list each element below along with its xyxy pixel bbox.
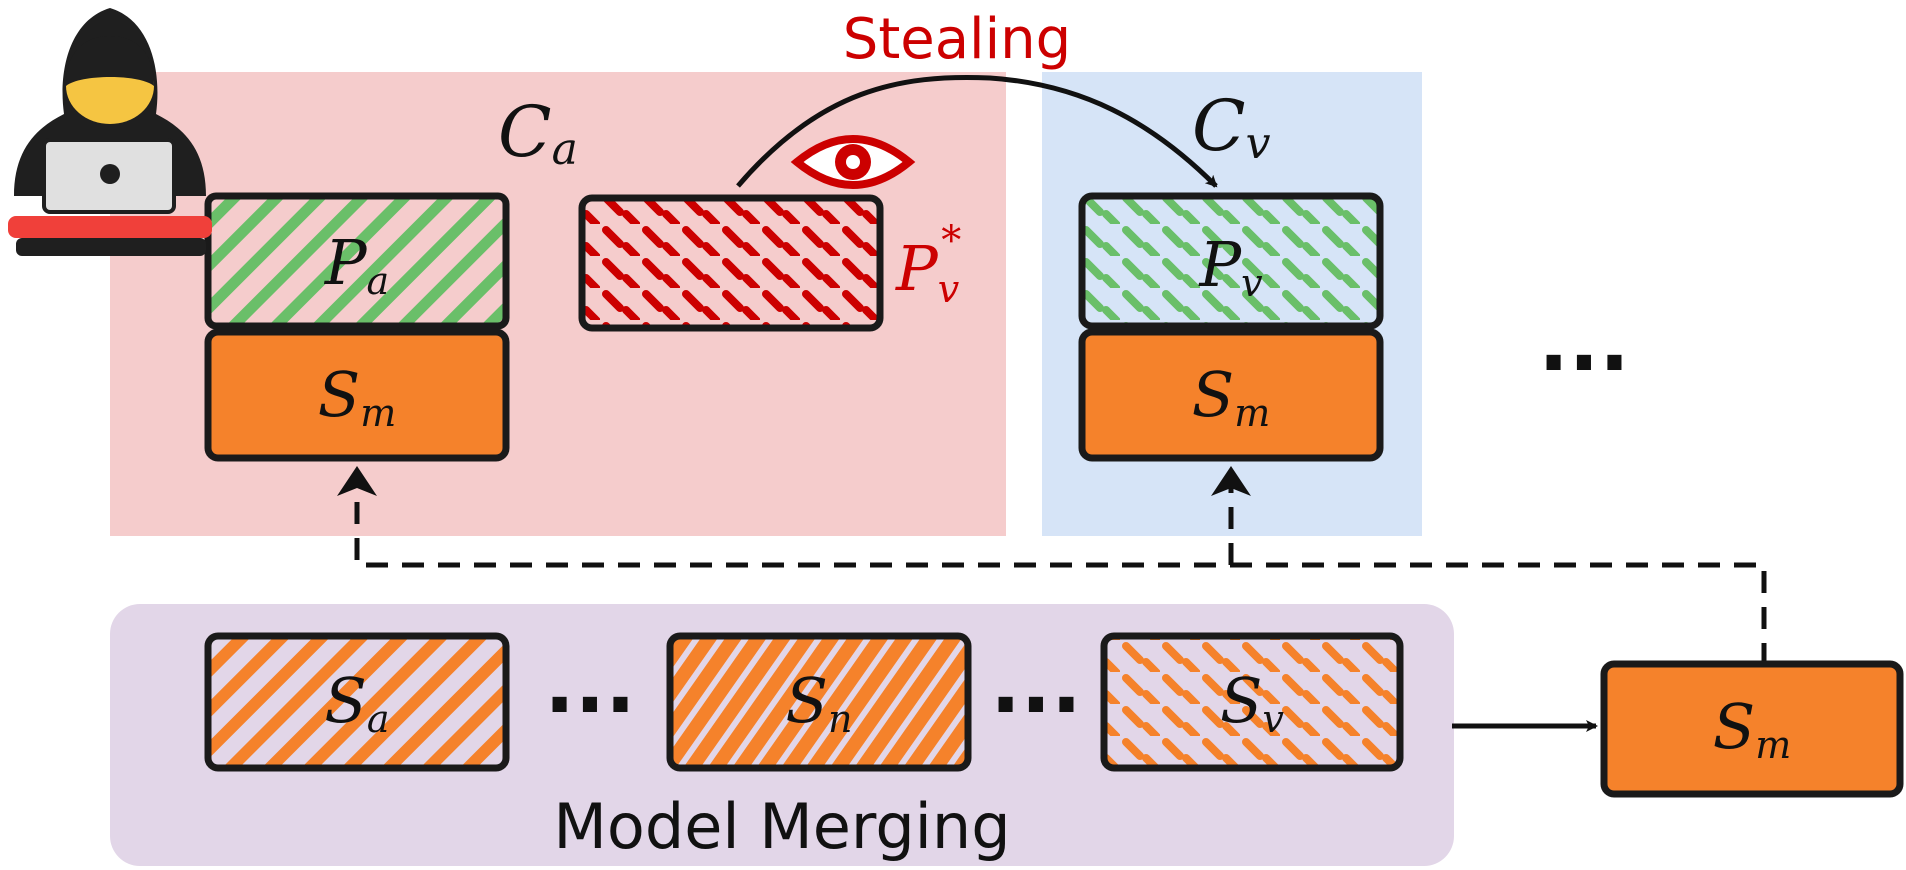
victim-client-label: Cv xyxy=(1192,85,1271,169)
merge-block-v: Sv xyxy=(1100,632,1404,772)
up-arrow-attacker xyxy=(337,466,377,496)
distribution-dashed-line xyxy=(354,478,1767,665)
stolen-private-label: Pv* xyxy=(895,218,961,311)
attacker-private-block: Pa xyxy=(204,192,510,330)
victim-client-label-main: C xyxy=(1192,85,1246,167)
hacker-icon xyxy=(8,8,212,256)
attacker-shared-block: Sm xyxy=(204,328,510,462)
attacker-client-label-main: C xyxy=(498,91,552,173)
merge-block-n: Sn xyxy=(666,632,972,772)
merge-block-v-label: Sv xyxy=(1220,664,1284,741)
attacker-shared-label: Sm xyxy=(318,358,397,435)
victim-shared-label: Sm xyxy=(1192,358,1271,435)
stealing-arrow xyxy=(736,74,1218,188)
victim-private-block: Pv xyxy=(1078,192,1384,330)
merged-model-block: Sm xyxy=(1600,660,1904,798)
merge-block-a-label: Sa xyxy=(324,664,389,741)
merged-model-label: Sm xyxy=(1713,690,1792,767)
merge-block-n-label: Sn xyxy=(786,664,853,741)
eye-icon xyxy=(790,135,916,189)
stolen-private-block xyxy=(578,194,884,332)
model-merging-label: Model Merging xyxy=(553,790,1010,863)
merge-separator-2: ... xyxy=(990,638,1081,731)
victim-private-label: Pv xyxy=(1198,228,1263,305)
merge-block-a: Sa xyxy=(204,632,510,772)
merge-separator-1: ... xyxy=(544,638,635,731)
victim-client-label-sub: v xyxy=(1246,118,1271,169)
more-clients-ellipsis: ... xyxy=(1538,296,1629,389)
victim-shared-block: Sm xyxy=(1078,328,1384,462)
attacker-private-label: Pa xyxy=(324,226,389,303)
attacker-client-label: Ca xyxy=(498,91,578,175)
up-arrow-victim xyxy=(1211,466,1251,496)
attacker-client-label-sub: a xyxy=(552,124,578,175)
stealing-title: Stealing xyxy=(843,7,1071,72)
